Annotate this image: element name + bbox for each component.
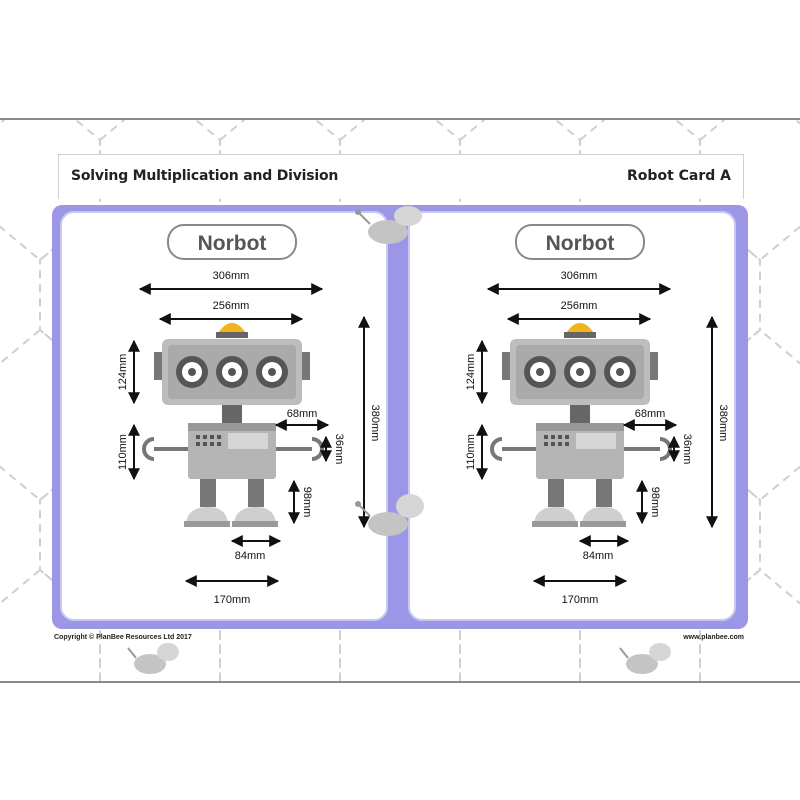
bee-icon [355,206,422,244]
dim-head-width: 256mm [213,300,250,312]
bee-icon [619,643,671,674]
dim-hand-size: 36mm [681,434,693,465]
worksheet-page: Solving Multiplication and Division Robo… [0,118,800,683]
bee-icon [355,494,424,536]
dim-foot-gap: 84mm [235,550,266,562]
dim-body-height: 110mm [117,434,129,470]
cards-frame: Norbot 306mm 256mm [52,205,748,629]
dim-hand-size: 36mm [333,434,345,465]
dim-arm-length: 68mm [635,408,666,420]
robot-diagram: Norbot 306mm 256mm [465,224,729,606]
robot-name: Norbot [546,232,615,255]
robot-card-right: Norbot 306mm 256mm [408,211,736,621]
robot-illustration [490,323,672,527]
header-bar: Solving Multiplication and Division Robo… [58,154,744,199]
dim-foot-gap: 84mm [583,550,614,562]
dim-head-width: 256mm [561,300,598,312]
dim-body-height: 110mm [465,434,477,470]
dim-head-height: 124mm [117,354,129,391]
worksheet-title: Solving Multiplication and Division [71,168,339,184]
website-link[interactable]: www.planbee.com [683,634,744,641]
dim-base-width: 170mm [562,594,599,606]
dim-arm-length: 68mm [287,408,318,420]
dim-base-width: 170mm [214,594,251,606]
dim-leg-length: 98mm [301,487,313,518]
robot-card-left: Norbot 306mm 256mm [60,211,388,621]
bee-icon [127,643,179,674]
dim-head-height: 124mm [465,354,477,391]
dim-total-width: 306mm [561,270,598,282]
dim-total-height: 380mm [717,405,729,442]
name-plate [167,224,297,260]
dim-total-height: 380mm [369,405,381,442]
robot-diagram: Norbot 306mm 256mm [117,224,381,606]
card-label: Robot Card A [627,168,731,184]
name-plate [515,224,645,260]
robot-illustration [142,323,324,527]
dim-leg-length: 98mm [649,487,661,518]
copyright-text: Copyright © PlanBee Resources Ltd 2017 [54,634,192,641]
robot-name: Norbot [198,232,267,255]
dim-total-width: 306mm [213,270,250,282]
